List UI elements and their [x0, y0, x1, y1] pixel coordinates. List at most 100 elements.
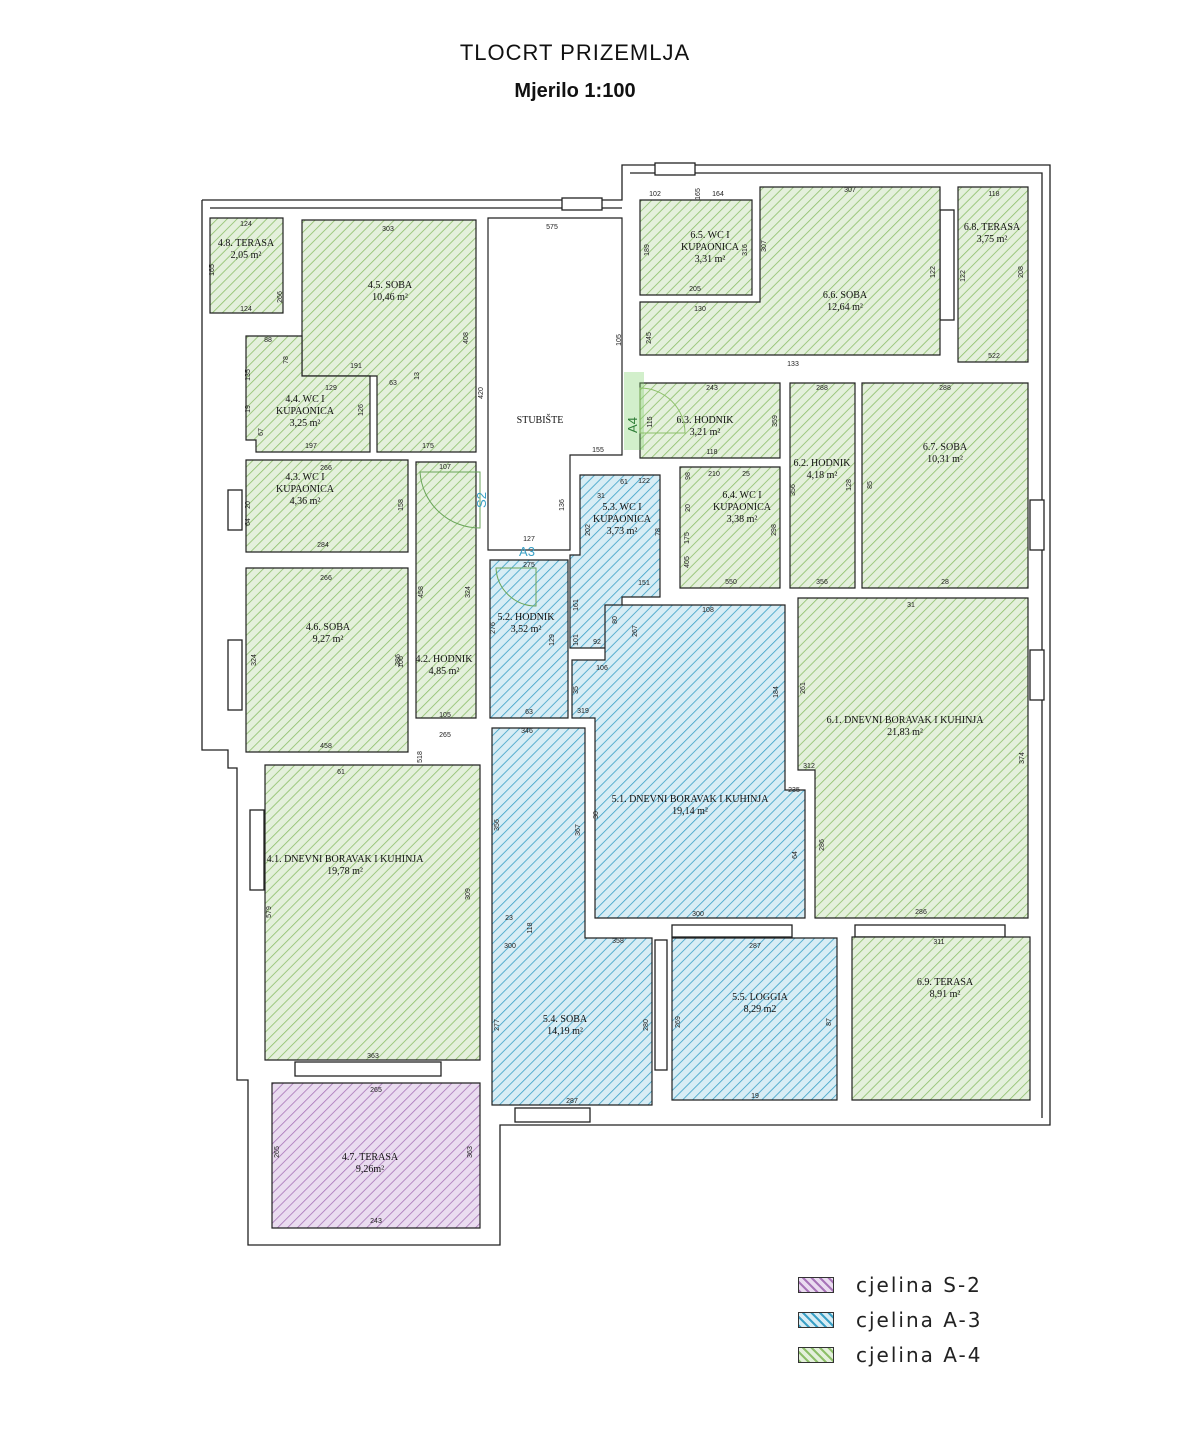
dimension-label: 316 — [742, 244, 749, 256]
dimension-label: 67 — [258, 428, 265, 436]
room-label: 6.1. DNEVNI BORAVAK I KUHINJA — [827, 715, 985, 726]
room-label: 3,25 m² — [290, 418, 321, 429]
room-label: KUPAONICA — [276, 484, 335, 495]
room-outline — [487, 217, 623, 551]
room-label: 5.4. SOBA — [543, 1014, 588, 1025]
legend-item-s2: cjelina S-2 — [798, 1273, 982, 1297]
dimension-label: 522 — [988, 353, 1000, 360]
legend-label: cjelina A-3 — [856, 1308, 983, 1332]
dimension-label: 129 — [325, 385, 337, 392]
entrance-mark-s2: S2 — [474, 492, 489, 508]
door-swing — [419, 471, 481, 529]
dimension-label: 267 — [632, 625, 639, 637]
room-label: 6.9. TERASA — [917, 977, 974, 988]
room-outline — [491, 727, 653, 1106]
room-label: 6.7. SOBA — [923, 442, 968, 453]
dimension-label: 118 — [706, 449, 717, 456]
room-label: 4.5. SOBA — [368, 280, 413, 291]
entrance-mark-a4: A4 — [625, 417, 640, 433]
dimension-label: 155 — [592, 447, 604, 454]
door-swing — [495, 567, 537, 607]
dimension-label: 85 — [867, 481, 874, 489]
dimension-label: 78 — [655, 528, 662, 536]
dimension-label: 245 — [646, 332, 653, 344]
dimension-label: 165 — [695, 188, 702, 200]
room-label: 3,52 m² — [511, 624, 542, 635]
room-outline — [861, 382, 1029, 589]
room-label: 5.2. HODNIK — [498, 612, 556, 623]
room-label: 6.6. SOBA — [823, 290, 868, 301]
dimension-label: 61 — [620, 479, 628, 486]
dimension-label: 266 — [320, 465, 332, 472]
room-outline — [679, 466, 781, 589]
dimension-label: 518 — [417, 751, 424, 763]
dimension-label: 108 — [702, 607, 714, 614]
dimension-label: 20 — [685, 504, 692, 512]
dimension-label: 106 — [596, 665, 608, 672]
dimension-label: 165 — [209, 264, 216, 276]
room-label: 10,31 m² — [927, 454, 963, 465]
room-label: 9,26m² — [356, 1164, 384, 1175]
room-outline — [415, 461, 477, 719]
room-outline — [209, 217, 284, 314]
legend-label: cjelina S-2 — [856, 1273, 982, 1297]
dimension-label: 309 — [465, 888, 472, 900]
dimension-label: 374 — [1019, 752, 1026, 764]
dimension-label: 28 — [941, 579, 949, 586]
dimension-label: 311 — [933, 939, 944, 946]
dimension-label: 98 — [685, 472, 692, 480]
dimension-label: 280 — [643, 1019, 650, 1031]
dimension-label: 288 — [939, 385, 951, 392]
legend-item-a3: cjelina A-3 — [798, 1308, 982, 1332]
dimension-label: 19 — [751, 1093, 759, 1100]
dimension-label: 286 — [395, 654, 402, 666]
dimension-label: 102 — [649, 191, 661, 198]
dimension-label: 61 — [337, 769, 345, 776]
dimension-label: 31 — [597, 493, 605, 500]
dimension-label: 126 — [358, 404, 365, 416]
dimension-label: 579 — [266, 906, 273, 918]
dimension-label: 458 — [320, 743, 332, 750]
dimension-label: 405 — [684, 556, 691, 568]
dimension-label: 269 — [675, 1016, 682, 1028]
dimension-label: 356 — [790, 484, 797, 496]
dimension-label: 105 — [616, 334, 623, 346]
dimension-label: 277 — [494, 1019, 501, 1031]
dimension-label: 87 — [826, 1018, 833, 1026]
dimension-label: 356 — [494, 819, 501, 831]
dimension-label: 133 — [787, 361, 799, 368]
dimension-label: 175 — [684, 532, 691, 544]
room-label: KUPAONICA — [276, 406, 335, 417]
entrance-mark-a3: A3 — [519, 544, 535, 559]
dimension-label: 92 — [593, 639, 601, 646]
dimension-label: 191 — [350, 363, 362, 370]
dimension-label: 13 — [414, 372, 421, 380]
plan-scale: Mjerilo 1:100 — [514, 80, 636, 102]
room-label: 6.2. HODNIK — [794, 458, 852, 469]
room-label: 5.1. DNEVNI BORAVAK I KUHINJA — [612, 794, 770, 805]
dimension-label: 19 — [245, 405, 252, 413]
room-label: 5.3. WC I — [602, 502, 641, 513]
dimension-label: 363 — [467, 1146, 474, 1158]
dimension-label: 20 — [245, 501, 252, 509]
dimension-label: 307 — [761, 240, 768, 252]
room-label: 6.5. WC I — [690, 230, 729, 241]
dimension-label: 363 — [367, 1053, 379, 1060]
room-label: 10,46 m² — [372, 292, 408, 303]
dimension-label: 298 — [771, 524, 778, 536]
room-label: KUPAONICA — [681, 242, 740, 253]
dimension-label: 122 — [930, 266, 937, 278]
room-outline — [851, 936, 1031, 1101]
dimension-label: 300 — [692, 911, 704, 918]
dimension-label: 25 — [742, 471, 750, 478]
